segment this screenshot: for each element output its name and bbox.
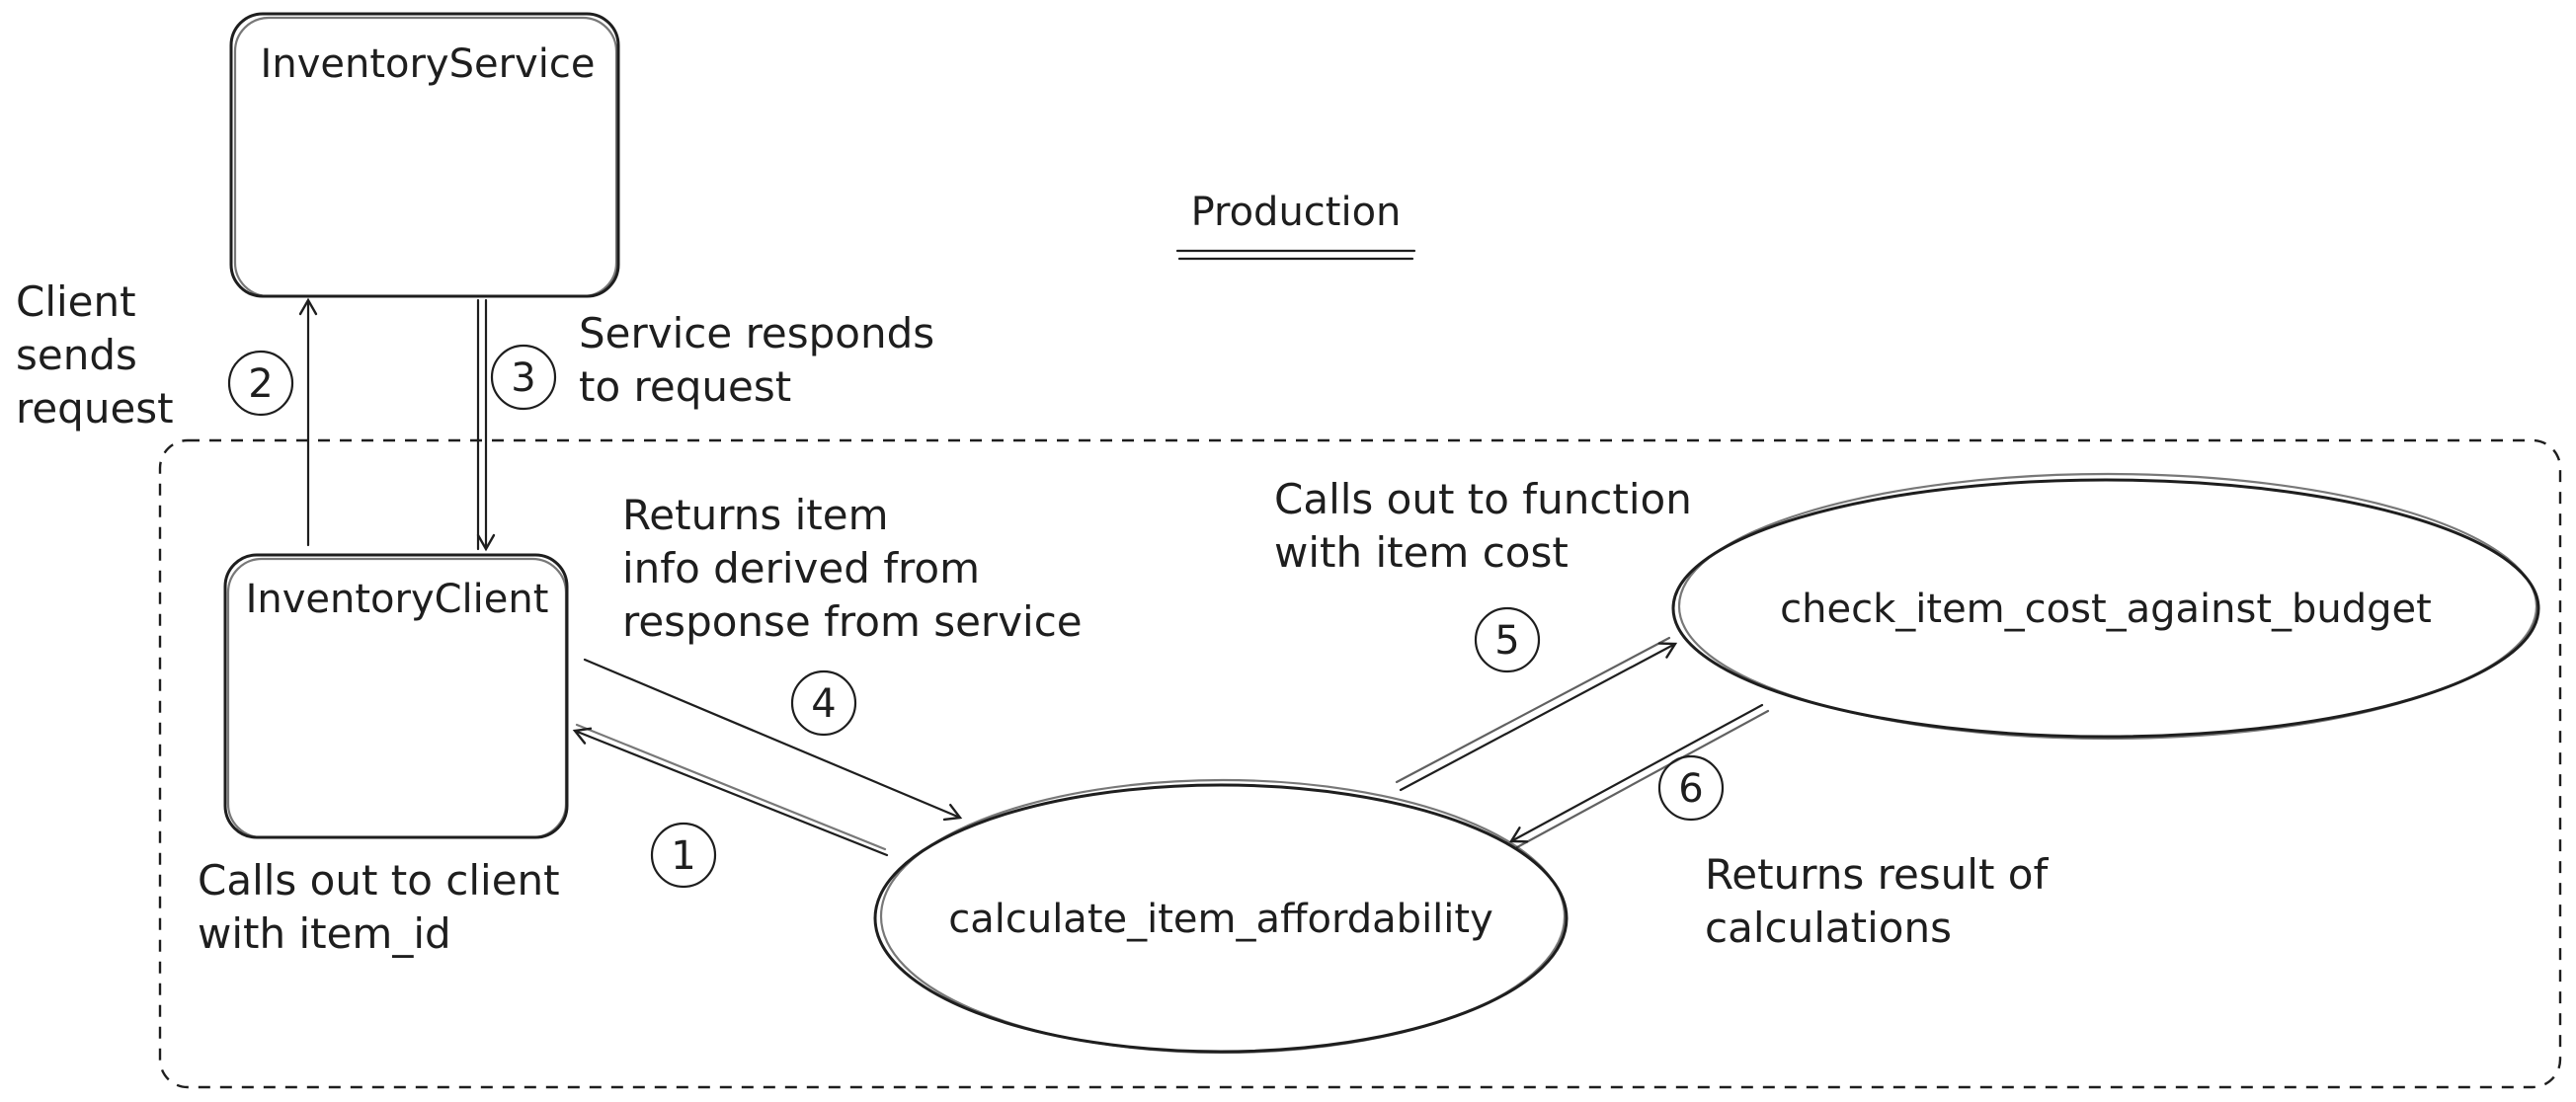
svg-text:4: 4	[811, 681, 836, 727]
svg-text:Calls out to client: Calls out to client	[198, 856, 560, 905]
step-note-5: Calls out to function with item cost	[1274, 475, 1692, 577]
svg-text:calculations: calculations	[1705, 904, 1952, 952]
step-note-1: Calls out to client with item_id	[198, 856, 560, 958]
svg-text:Returns result of: Returns result of	[1705, 850, 2049, 899]
arrow-6-check-to-calculate	[1508, 703, 1770, 849]
calculate-affordability-node[interactable]: calculate_item_affordability	[873, 778, 1569, 1055]
svg-text:5: 5	[1494, 618, 1519, 664]
svg-text:with item cost: with item cost	[1274, 528, 1569, 577]
inventory-service-node[interactable]: InventoryService	[229, 12, 620, 298]
svg-text:6: 6	[1678, 766, 1703, 812]
check-budget-label: check_item_cost_against_budget	[1780, 587, 2432, 632]
svg-text:with item_id: with item_id	[198, 909, 451, 958]
svg-text:sends: sends	[16, 331, 137, 379]
production-title-group: Production	[1175, 190, 1416, 261]
svg-text:1: 1	[671, 833, 695, 879]
svg-text:Client: Client	[16, 277, 136, 326]
step-badge-1: 1	[650, 822, 717, 889]
svg-text:Calls out to function: Calls out to function	[1274, 475, 1692, 523]
production-title: Production	[1191, 190, 1402, 235]
svg-text:request: request	[16, 384, 174, 433]
svg-text:Service responds: Service responds	[579, 309, 934, 357]
arrow-5-calculate-to-check	[1395, 636, 1678, 792]
inventory-service-label: InventoryService	[261, 41, 596, 87]
step-badge-6: 6	[1657, 754, 1725, 822]
production-boundary	[158, 438, 2562, 1089]
arrow-1-calculate-to-client	[572, 723, 889, 857]
inventory-client-label: InventoryClient	[246, 577, 549, 622]
svg-text:Returns item: Returns item	[622, 491, 889, 539]
step-note-6: Returns result of calculations	[1705, 850, 2049, 952]
step-badge-5: 5	[1474, 606, 1541, 673]
svg-text:to request: to request	[579, 362, 791, 411]
arrow-3-service-to-client	[476, 298, 496, 552]
calculate-affordability-label: calculate_item_affordability	[948, 897, 1493, 942]
arrow-4-client-to-calculate	[583, 658, 963, 822]
svg-text:response from service: response from service	[622, 597, 1083, 646]
step-badge-4: 4	[790, 669, 857, 737]
step-badge-2: 2	[227, 350, 294, 417]
step-note-2: Client sends request	[16, 277, 174, 433]
inventory-client-node[interactable]: InventoryClient	[223, 553, 569, 839]
svg-text:info derived from: info derived from	[622, 544, 980, 592]
svg-text:2: 2	[248, 361, 273, 407]
check-budget-node[interactable]: check_item_cost_against_budget	[1671, 472, 2540, 741]
step-note-3: Service responds to request	[579, 309, 934, 411]
step-badge-3: 3	[490, 344, 557, 411]
step-note-4: Returns item info derived from response …	[622, 491, 1083, 646]
svg-text:3: 3	[511, 355, 535, 401]
